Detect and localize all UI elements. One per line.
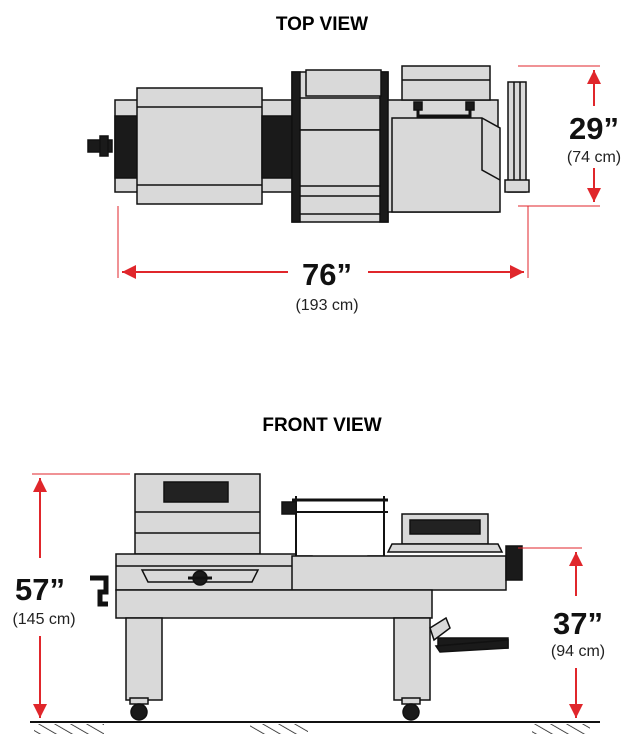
top-film-cradle [136, 87, 263, 205]
front-left-caster [130, 703, 148, 721]
top-width-metric: (193 cm) [295, 297, 358, 314]
top-view-heading: TOP VIEW [276, 14, 368, 35]
top-depth-value: 29” [569, 111, 619, 146]
front-base-body [115, 589, 433, 619]
front-table-height-metric: (94 cm) [551, 643, 605, 660]
front-cradle-label [163, 481, 229, 503]
front-height-value: 57” [15, 572, 65, 607]
front-table-height-dimension: 37” (94 cm) [518, 547, 605, 718]
top-depth-dimension: 29” (74 cm) [518, 65, 621, 207]
front-view-heading: FRONT VIEW [262, 415, 381, 436]
front-right-caster [402, 703, 420, 721]
front-crank-handle [90, 575, 109, 607]
front-height-dimension: 57” (145 cm) [12, 473, 130, 718]
top-depth-metric: (74 cm) [567, 149, 621, 166]
front-table-height-value: 37” [553, 606, 603, 641]
front-left-leg [125, 617, 163, 701]
front-conveyor [429, 616, 451, 642]
top-view-machine [87, 65, 530, 223]
front-height-metric: (145 cm) [12, 611, 75, 628]
front-outfeed-block [505, 545, 523, 581]
top-outfeed-rollers [507, 81, 527, 193]
top-left-roller [114, 115, 138, 179]
front-main-table [291, 555, 507, 591]
front-view-machine [90, 473, 523, 721]
front-right-leg [393, 617, 431, 701]
top-center-roller [261, 115, 293, 179]
top-width-value: 76” [302, 257, 352, 292]
top-width-dimension: 76” (193 cm) [117, 206, 529, 314]
front-control-display [409, 519, 481, 535]
ground-line [30, 721, 600, 734]
